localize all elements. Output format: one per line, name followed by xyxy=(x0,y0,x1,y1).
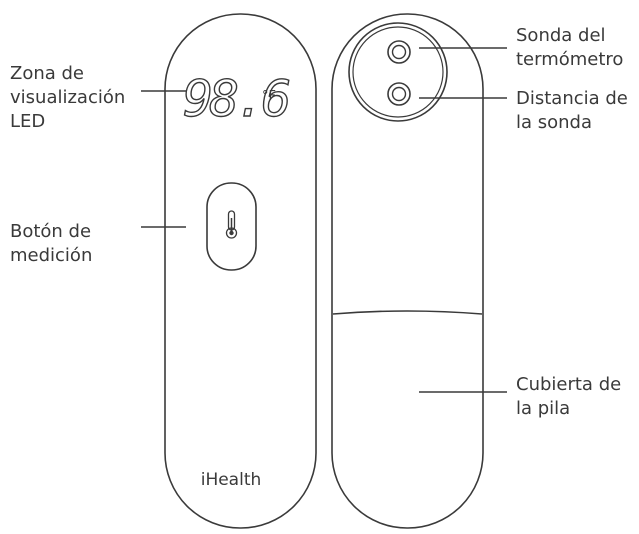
label-probe-distance: Distancia de la sonda xyxy=(516,88,628,133)
battery-cover-seam xyxy=(332,310,483,315)
thermometer-probe xyxy=(348,22,448,122)
label-probe: Sonda del termómetro xyxy=(516,25,624,70)
label-battery-cover: Cubierta de la pila xyxy=(516,374,622,419)
label-measure-button: Botón de medición xyxy=(10,221,93,266)
led-unit: °F xyxy=(262,89,276,104)
label-display-zone: Zona de visualización LED xyxy=(10,63,126,132)
thermometer-icon xyxy=(225,210,238,239)
brand-logo: iHealth xyxy=(201,470,262,490)
led-reading: 98.6 xyxy=(183,70,289,128)
back-device-body xyxy=(331,13,484,529)
front-device-body xyxy=(164,13,317,529)
measure-button[interactable] xyxy=(206,182,257,271)
